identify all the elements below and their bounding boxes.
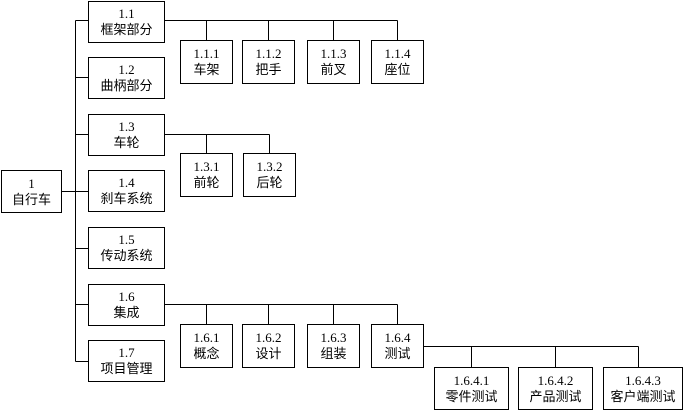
node-code: 1.3.2 <box>256 159 283 174</box>
wbs-node-1-6-4-3: 1.6.4.3 客户端测试 <box>603 367 683 410</box>
wbs-node-1-6-2: 1.6.2 设计 <box>242 324 295 368</box>
node-label: 产品测试 <box>529 389 582 405</box>
node-code: 1.6 <box>118 289 135 304</box>
node-label: 车轮 <box>113 136 140 151</box>
node-code: 1.6.4.3 <box>625 372 661 388</box>
node-code: 1.6.4.2 <box>537 372 574 388</box>
node-label: 前轮 <box>193 176 220 191</box>
node-label: 集成 <box>113 306 140 321</box>
node-label: 座位 <box>384 63 411 78</box>
node-code: 1.1 <box>118 6 135 21</box>
wbs-node-1-3: 1.3 车轮 <box>88 114 165 156</box>
node-label: 项目管理 <box>100 362 153 377</box>
node-label: 概念 <box>193 347 220 362</box>
node-code: 1.6.4 <box>384 330 411 345</box>
wbs-node-1-2: 1.2 曲柄部分 <box>88 57 165 99</box>
node-code: 1.1.1 <box>193 46 220 61</box>
node-code: 1.2 <box>118 62 135 77</box>
node-label: 组装 <box>320 347 347 362</box>
wbs-node-1-1-4: 1.1.4 座位 <box>371 40 424 84</box>
wbs-node-1-3-2: 1.3.2 后轮 <box>243 153 296 197</box>
wbs-node-1-1-1: 1.1.1 车架 <box>180 40 233 84</box>
node-code: 1.6.1 <box>193 330 220 345</box>
wbs-node-1-6-4: 1.6.4 测试 <box>371 324 424 368</box>
node-code: 1.5 <box>118 232 135 247</box>
node-label: 车架 <box>193 63 220 78</box>
node-label: 框架部分 <box>100 23 153 38</box>
node-label: 刹车系统 <box>100 192 153 207</box>
node-code: 1.1.2 <box>255 46 282 61</box>
wbs-node-1-4: 1.4 刹车系统 <box>88 170 165 212</box>
wbs-node-1-1-2: 1.1.2 把手 <box>242 40 295 84</box>
node-code: 1.6.2 <box>255 330 282 345</box>
wbs-node-1-6-4-2: 1.6.4.2 产品测试 <box>518 367 593 410</box>
node-code: 1.4 <box>118 175 135 190</box>
wbs-node-1-1-3: 1.1.3 前叉 <box>307 40 360 84</box>
wbs-node-1-1: 1.1 框架部分 <box>88 1 165 43</box>
node-label: 把手 <box>255 63 282 78</box>
node-code: 1.1.4 <box>384 46 411 61</box>
node-label: 后轮 <box>256 176 283 191</box>
node-code: 1.7 <box>118 345 135 360</box>
node-code: 1.6.4.1 <box>453 372 490 388</box>
wbs-node-root: 1 自行车 <box>1 170 62 213</box>
node-code: 1.1.3 <box>320 46 347 61</box>
node-label: 客户端测试 <box>610 389 676 405</box>
node-label: 传动系统 <box>100 249 153 264</box>
node-label: 零件测试 <box>445 389 498 405</box>
node-label: 设计 <box>255 347 282 362</box>
wbs-node-1-5: 1.5 传动系统 <box>88 227 165 269</box>
wbs-node-1-7: 1.7 项目管理 <box>88 340 165 382</box>
node-label: 前叉 <box>320 63 347 78</box>
wbs-node-1-6-1: 1.6.1 概念 <box>180 324 233 368</box>
wbs-node-1-3-1: 1.3.1 前轮 <box>180 153 233 197</box>
wbs-node-1-6-3: 1.6.3 组装 <box>307 324 360 368</box>
node-code: 1.6.3 <box>320 330 347 345</box>
node-label: 测试 <box>384 347 411 362</box>
node-label: 自行车 <box>11 192 51 208</box>
node-code: 1.3 <box>118 119 135 134</box>
node-code: 1.3.1 <box>193 159 220 174</box>
node-code: 1 <box>28 175 35 191</box>
wbs-node-1-6-4-1: 1.6.4.1 零件测试 <box>434 367 509 410</box>
wbs-node-1-6: 1.6 集成 <box>88 284 165 326</box>
node-label: 曲柄部分 <box>100 79 153 94</box>
